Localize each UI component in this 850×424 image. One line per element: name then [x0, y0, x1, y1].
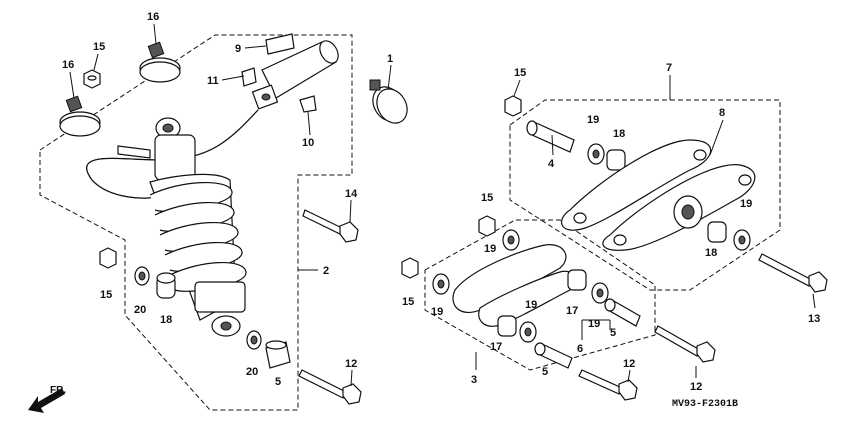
callout-8: 8: [719, 107, 725, 119]
collar-5-left: [265, 340, 291, 369]
callout-20-upper: 20: [134, 304, 146, 316]
bushing-20-upper: [134, 266, 150, 286]
callout-2: 2: [323, 265, 329, 277]
rod-3: [452, 244, 576, 327]
nut-left: [99, 247, 117, 269]
seal-19-b: [432, 273, 450, 295]
callout-3: 3: [471, 374, 477, 386]
bolt-12-right: [654, 325, 716, 363]
callout-19-top: 19: [587, 114, 599, 126]
callout-19-right: 19: [740, 198, 752, 210]
callout-16-top: 16: [147, 11, 159, 23]
bolt-12-left: [298, 369, 362, 405]
callout-9: 9: [235, 43, 241, 55]
leader-lines: [69, 23, 816, 387]
callout-7: 7: [666, 62, 672, 74]
callout-19-mid: 19: [484, 243, 496, 255]
callout-20-lower: 20: [246, 366, 258, 378]
callout-12-right: 12: [690, 381, 702, 393]
spring: [149, 182, 247, 292]
callout-17-left: 17: [490, 341, 502, 353]
callout-4: 4: [548, 158, 555, 170]
callout-15-top-right: 15: [514, 67, 526, 79]
callout-12-middle: 12: [623, 358, 635, 370]
seal-19-right: [733, 229, 751, 251]
bolt-14: [302, 209, 359, 243]
callout-5-right: 5: [610, 327, 616, 339]
callout-18-top: 18: [613, 128, 625, 140]
seal-19-c: [591, 282, 609, 304]
collar-17-left: [497, 315, 517, 337]
collar-5-right: [604, 298, 641, 327]
callout-1: 1: [387, 53, 393, 65]
hose-clamp-lower: [59, 95, 101, 137]
callout-19-c: 19: [588, 318, 600, 330]
callout-19-left: 19: [431, 306, 443, 318]
front-arrow-icon: [28, 388, 65, 413]
group-boundary-shock: [39, 34, 353, 411]
nut-15-lower: [401, 257, 419, 279]
collar-17-right: [567, 269, 587, 291]
seal-19-upper: [587, 143, 605, 165]
callout-15-mid: 15: [481, 192, 493, 204]
callout-11: 11: [207, 75, 219, 87]
callout-17-right: 17: [566, 305, 578, 317]
callout-10: 10: [302, 137, 314, 149]
callout-5-lower: 5: [542, 366, 548, 378]
nut-upper-left: [83, 69, 101, 89]
bushing-20-lower: [246, 330, 262, 350]
front-label: FR.: [50, 385, 66, 396]
shock-absorber: [149, 117, 247, 337]
callout-5-left: 5: [275, 376, 281, 388]
collar-5-lower: [534, 342, 573, 369]
bolt-13: [758, 253, 828, 293]
hose-clamp-upper: [139, 41, 181, 83]
hose-fitting: [117, 145, 151, 159]
group-boundary-rod: [424, 219, 656, 371]
callout-18-left: 18: [160, 314, 172, 326]
bolt-12-middle: [578, 369, 638, 401]
callout-15-left: 15: [100, 289, 112, 301]
callout-15-lower: 15: [402, 296, 414, 308]
collar-18-right: [707, 221, 727, 243]
diagram-code: MV93-F2301B: [672, 399, 738, 410]
rear-arm-8: [560, 139, 756, 251]
callout-13: 13: [808, 313, 820, 325]
callout-14: 14: [345, 188, 358, 200]
seal-19-a: [502, 229, 520, 251]
callout-18-right: 18: [705, 247, 717, 259]
callout-19-d: 19: [525, 299, 537, 311]
callout-6: 6: [577, 343, 583, 355]
group-boundary-arm: [509, 99, 781, 291]
collar-18-left: [156, 272, 176, 299]
hose-clamp-1: [369, 79, 408, 124]
callout-12-left: 12: [345, 358, 357, 370]
shock-reservoir: [241, 33, 339, 113]
callout-15-top: 15: [93, 41, 105, 53]
nut-15-top: [504, 95, 522, 117]
seal-19-d: [519, 321, 537, 343]
nut-15-mid: [478, 215, 496, 237]
collar-18-upper: [606, 149, 626, 171]
collar-4: [526, 120, 575, 153]
callout-16-left: 16: [62, 59, 74, 71]
